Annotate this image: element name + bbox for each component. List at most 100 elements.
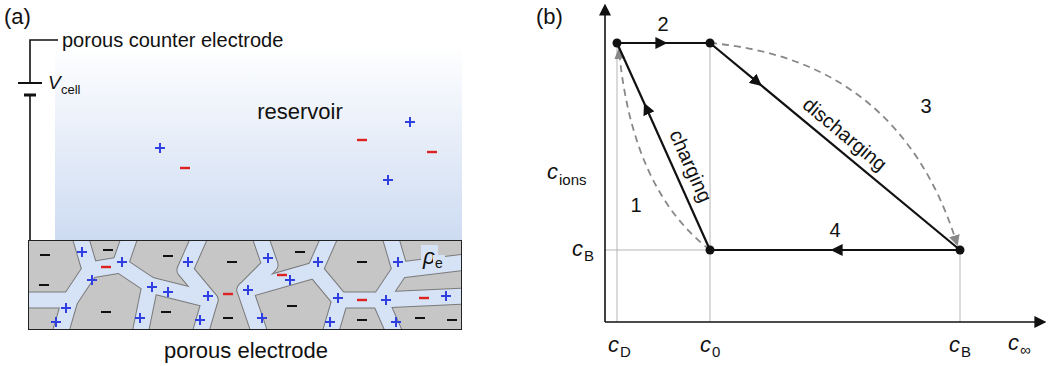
cation-sign [87, 275, 97, 285]
cation-sign [163, 287, 173, 297]
battery-plate [24, 94, 36, 97]
porous-electrode-box: ρeporous electrode [28, 240, 462, 330]
step-number: 3 [920, 96, 931, 116]
surface-charge-sign [415, 317, 425, 319]
step-number: 2 [657, 14, 668, 34]
pore-channel [90, 265, 120, 270]
tick-label: c [608, 334, 619, 356]
pore-wall [185, 241, 210, 329]
cation-sign [243, 285, 253, 295]
drawing-stroke [706, 39, 715, 48]
pore-channel [315, 241, 340, 329]
path-label: charging [666, 127, 715, 205]
drawing-stroke [706, 246, 715, 255]
path-label: discharging [799, 94, 891, 175]
anion-sign [277, 274, 287, 276]
cation-sign [61, 303, 71, 313]
surface-charge-sign [357, 319, 367, 321]
reservoir-region: reservoir [55, 45, 462, 240]
cation-sign [135, 313, 145, 323]
tick-label: c [572, 238, 583, 260]
battery-plate [18, 82, 42, 84]
drawing-stroke [613, 39, 622, 48]
cation-sign [391, 317, 401, 327]
panel-letter: (b) [536, 6, 563, 28]
subscript: ∞ [1020, 342, 1031, 357]
surface-charge-sign [103, 249, 113, 251]
subscript: ions [559, 172, 587, 187]
cation-sign [77, 247, 87, 257]
pore-channel [60, 241, 90, 329]
subscript: D [620, 344, 631, 359]
step-number: 1 [630, 195, 641, 215]
pore-wall [29, 292, 70, 309]
anion-sign [101, 266, 111, 268]
pore-network [29, 241, 461, 329]
subscript: e [433, 255, 445, 271]
cation-sign [203, 291, 213, 301]
region-label: reservoir [257, 101, 343, 123]
cation-sign [117, 257, 127, 267]
cation-sign [333, 293, 343, 303]
drawing-stroke [605, 250, 710, 251]
pore-channel [245, 270, 315, 290]
cycle-lines [617, 43, 960, 250]
pore-channel [185, 241, 210, 329]
cation-sign [263, 253, 273, 263]
reservoir-shading [55, 45, 462, 241]
drawing-stroke [617, 43, 645, 105]
drawing-stroke [605, 321, 1044, 323]
cation-sign [405, 117, 415, 127]
ion-signs [39, 117, 457, 327]
anion-sign [357, 139, 367, 141]
surface-charge-sign [39, 284, 49, 286]
part-name: porous counter electrode [62, 30, 283, 50]
pore-wall [90, 265, 120, 270]
panel-letter: (a) [4, 6, 31, 28]
surface-charge-sign [223, 317, 233, 319]
drawing-stroke [710, 43, 957, 244]
surface-charge-sign [357, 261, 367, 263]
tick-label: c [700, 334, 711, 356]
cation-sign [441, 291, 451, 301]
anion-sign [427, 151, 437, 153]
state-points [613, 39, 965, 255]
step-number: 4 [829, 220, 840, 240]
cation-sign [195, 315, 205, 325]
anion-sign [223, 293, 233, 295]
cation-sign [257, 313, 267, 323]
axis-label: c [547, 161, 558, 183]
cation-sign [313, 257, 323, 267]
drawing-stroke [617, 43, 618, 322]
drawing-stroke [960, 250, 961, 322]
pore-channel [380, 241, 400, 329]
axis-label: c [1008, 332, 1019, 354]
surface-charge-sign [40, 254, 50, 256]
drawing-stroke [833, 249, 960, 251]
surface-charge-sign [295, 251, 305, 253]
dashed-paths [619, 43, 957, 250]
cation-sign [147, 282, 157, 292]
subscript: 0 [712, 344, 720, 359]
drawing-stroke [604, 6, 606, 322]
cation-sign [325, 317, 335, 327]
tick-label: c [949, 334, 960, 356]
surface-charge-sign [163, 255, 173, 257]
pore-channel [150, 285, 210, 300]
drawing-stroke [710, 43, 760, 84]
pore-wall [60, 241, 90, 329]
cation-sign [383, 175, 393, 185]
pore-wall [380, 241, 400, 329]
subscript: B [961, 344, 971, 359]
voltage-symbol: V [48, 73, 61, 92]
cation-sign [393, 257, 403, 267]
subscript: B [584, 248, 594, 263]
pore-wall [315, 241, 340, 329]
grid-lines [605, 43, 960, 322]
surface-charge-sign [447, 319, 457, 321]
subscript: cell [61, 83, 81, 96]
cation-sign [155, 143, 165, 153]
surface-charge-sign [101, 311, 111, 313]
